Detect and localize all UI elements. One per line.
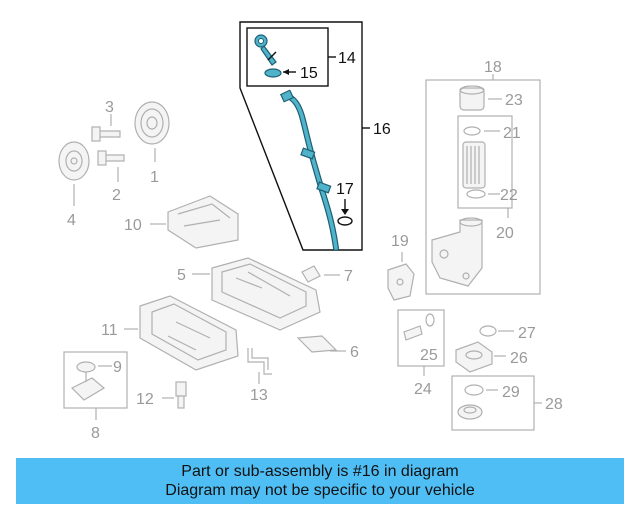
callout-17: 17 xyxy=(336,181,354,198)
crankshaft-pulley-part[interactable] xyxy=(134,101,170,145)
group-box-18 xyxy=(425,74,541,295)
callout-11: 11 xyxy=(101,322,118,339)
callout-19: 19 xyxy=(391,233,409,250)
callout-9: 9 xyxy=(113,359,122,376)
callout-23: 23 xyxy=(505,92,523,109)
damper-part[interactable] xyxy=(58,141,90,181)
callout-22: 22 xyxy=(500,187,518,204)
callout-27: 27 xyxy=(518,325,536,342)
callout-26: 26 xyxy=(510,350,528,367)
o-ring-part-29[interactable] xyxy=(464,384,484,396)
dipstick-assembly-frame xyxy=(239,21,370,251)
seal-part-27[interactable] xyxy=(479,325,497,337)
dipstick-tube-part[interactable] xyxy=(279,89,339,251)
gasket-part[interactable] xyxy=(296,335,338,353)
callout-6: 6 xyxy=(350,344,359,361)
callout-15: 15 xyxy=(300,65,318,82)
oil-sensor-part[interactable] xyxy=(301,265,321,283)
sensor-part-25[interactable] xyxy=(403,313,435,341)
lower-oil-pan-part[interactable] xyxy=(139,295,239,371)
callout-14: 14 xyxy=(338,50,356,67)
callout-7: 7 xyxy=(344,268,353,285)
callout-1: 1 xyxy=(150,169,159,186)
banner-line-2: Diagram may not be specific to your vehi… xyxy=(165,482,475,499)
sensor-bracket-part[interactable] xyxy=(387,263,415,301)
filter-element-part[interactable] xyxy=(462,141,486,189)
callout-25: 25 xyxy=(420,347,438,364)
callout-21: 21 xyxy=(503,125,521,142)
filter-base-part[interactable] xyxy=(457,404,483,420)
callout-10: 10 xyxy=(124,217,142,234)
oil-cooler-part[interactable] xyxy=(455,341,493,373)
callout-13: 13 xyxy=(250,387,268,404)
oil-pump-pickup-part[interactable] xyxy=(70,361,106,401)
info-banner: Part or sub-assembly is #16 in diagram D… xyxy=(16,458,624,504)
callout-28: 28 xyxy=(545,396,563,413)
banner-line-1: Part or sub-assembly is #16 in diagram xyxy=(181,463,459,480)
callout-2: 2 xyxy=(112,187,121,204)
filter-cap-part[interactable] xyxy=(459,85,485,111)
group-box-28 xyxy=(451,375,542,431)
callout-5: 5 xyxy=(177,267,186,284)
drain-plug-part[interactable] xyxy=(175,381,187,409)
callout-18: 18 xyxy=(484,59,502,76)
callout-3: 3 xyxy=(105,99,114,116)
dipstick-handle-part[interactable] xyxy=(254,34,277,66)
callout-8: 8 xyxy=(91,425,100,442)
o-ring-part-22[interactable] xyxy=(466,189,486,199)
callout-29: 29 xyxy=(502,384,520,401)
callout-24: 24 xyxy=(414,381,432,398)
group-box-24 xyxy=(397,309,445,376)
bolt-part-2[interactable] xyxy=(97,150,125,166)
upper-oil-pan-part[interactable] xyxy=(211,257,321,331)
callout-12: 12 xyxy=(136,391,154,408)
o-ring-part[interactable] xyxy=(264,68,296,78)
callout-4: 4 xyxy=(67,212,76,229)
bracket-part[interactable] xyxy=(247,348,272,375)
group-box-8 xyxy=(63,351,128,420)
oil-baffle-part[interactable] xyxy=(167,195,239,249)
filter-housing-part[interactable] xyxy=(431,217,483,287)
tube-seal-part[interactable] xyxy=(337,199,353,226)
callout-20: 20 xyxy=(496,225,514,242)
callout-16: 16 xyxy=(373,121,391,138)
o-ring-part-21[interactable] xyxy=(463,126,481,136)
bolt-part-3[interactable] xyxy=(91,126,121,142)
